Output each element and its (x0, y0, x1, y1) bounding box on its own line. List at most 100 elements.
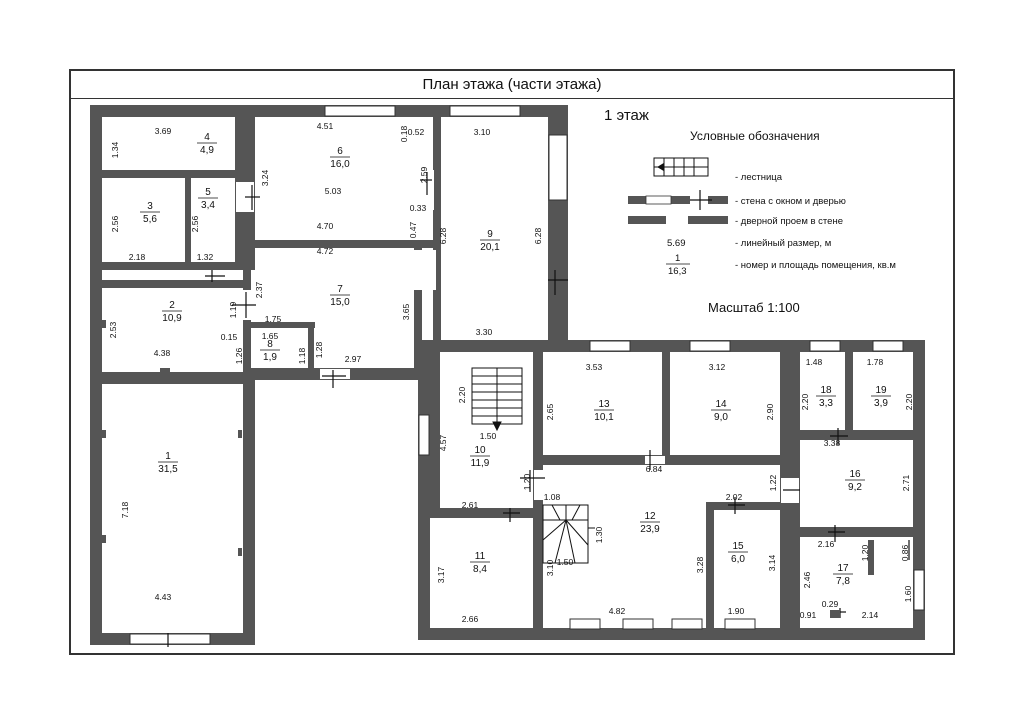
dimension-label: 1.90 (728, 606, 745, 616)
dimension-label: 2.18 (129, 252, 146, 262)
dimension-label: 1.20 (860, 544, 870, 561)
room-number: 14 (715, 399, 727, 410)
dimension-label: 2.90 (765, 403, 775, 420)
dimension-label: 3.24 (260, 169, 270, 186)
page-title: План этажа (части этажа) (422, 76, 602, 93)
room-number: 4 (204, 132, 210, 143)
legend-sample-number: 1 (675, 253, 680, 264)
room-number: 10 (474, 445, 486, 456)
room-area: 6,0 (731, 554, 745, 565)
partition-17 (830, 540, 874, 618)
staircase-main (471, 367, 523, 432)
dimension-label: 2.20 (457, 386, 467, 403)
dimension-label: 1.65 (262, 331, 279, 341)
room-number: 2 (169, 300, 175, 311)
dimension-label: 3.28 (695, 556, 705, 573)
room-number: 17 (837, 563, 849, 574)
dimension-label: 0.47 (408, 221, 418, 238)
room-11: 118,4 (470, 551, 490, 575)
room-number: 18 (820, 385, 832, 396)
room-number: 13 (598, 399, 610, 410)
room-area: 8,4 (473, 564, 487, 575)
room-16: 169,2 (845, 469, 865, 493)
dimension-label: 2.59 (419, 166, 429, 183)
room-9: 920,1 (480, 229, 500, 253)
room-number: 3 (147, 201, 153, 212)
room-area: 7,8 (836, 576, 850, 587)
dimension-label: 2.56 (190, 215, 200, 232)
drawing-frame: План этажа (части этажа) (69, 69, 955, 655)
dimension-label: 2.20 (904, 393, 914, 410)
dimension-label: 3.14 (767, 554, 777, 571)
room-7: 715,0 (330, 284, 350, 308)
dimension-label: 4.82 (609, 606, 626, 616)
dimension-label: 4.72 (317, 246, 334, 256)
dimension-label: 3.38 (824, 438, 841, 448)
dimension-label: 2.53 (108, 321, 118, 338)
dimension-label: 2.46 (802, 571, 812, 588)
dimension-label: 1.20 (522, 473, 532, 490)
room-area: 3,9 (874, 398, 888, 409)
dimension-label: 5.03 (325, 186, 342, 196)
title-bar: План этажа (части этажа) (71, 71, 953, 99)
room-2: 210,9 (162, 300, 182, 324)
legend-wall-text: - стена с окном и дверью (735, 196, 846, 207)
dimension-label: 1.50 (557, 557, 574, 567)
windows (129, 105, 925, 645)
dimension-label: 1.30 (594, 526, 604, 543)
scale-label: Масштаб 1:100 (708, 300, 800, 315)
legend-title: Условные обозначения (690, 129, 820, 143)
room-area: 1,9 (263, 352, 277, 363)
room-area: 9,2 (848, 482, 862, 493)
dimension-label: 0.29 (822, 599, 839, 609)
dimension-label: 2.16 (818, 539, 835, 549)
pillar-ticks (102, 320, 242, 556)
wall-window-door-legend-icon (628, 190, 728, 210)
legend-sample-dimension: 5.69 (667, 238, 686, 249)
dimension-label: 2.66 (462, 614, 479, 624)
walls (90, 105, 925, 645)
dimension-label: 2.71 (901, 474, 911, 491)
room-19: 193,9 (871, 385, 891, 409)
room-15: 156,0 (728, 541, 748, 565)
dimension-label: 4.57 (438, 434, 448, 451)
room-area: 3,3 (819, 398, 833, 409)
room-8: 81,9 (260, 339, 280, 363)
dimension-label: 0.15 (221, 332, 238, 342)
room-number: 9 (487, 229, 493, 240)
stairs-legend-icon (653, 157, 709, 177)
room-number: 6 (337, 146, 343, 157)
room-area: 11,9 (471, 458, 490, 469)
dimension-label: 2.20 (800, 393, 810, 410)
staircase-spiral (542, 504, 595, 564)
dimension-label: 3.12 (709, 362, 726, 372)
dimension-label: 1.19 (228, 301, 238, 318)
dimension-label: 1.32 (197, 252, 214, 262)
dimension-label: 3.53 (586, 362, 603, 372)
legend-stairs-text: - лестница (735, 172, 783, 183)
room-1: 131,5 (158, 451, 178, 475)
room-area: 5,6 (143, 214, 157, 225)
dimension-label: 3.65 (401, 303, 411, 320)
room-labels: 131,5210,935,644,953,4616,0715,081,9920,… (140, 132, 891, 587)
dimension-label: 1.22 (768, 474, 778, 491)
dimension-label: 4.43 (155, 592, 172, 602)
legend-sample-area: 16,3 (668, 266, 687, 277)
dimension-label: 1.28 (314, 341, 324, 358)
room-area: 3,4 (201, 200, 215, 211)
dimension-label: 2.56 (110, 215, 120, 232)
door-opening-legend-icon (628, 216, 728, 224)
dimension-label: 1.50 (480, 431, 497, 441)
dimension-label: 3.17 (436, 566, 446, 583)
dimension-label: 6.28 (533, 227, 543, 244)
dimension-label: 0.91 (800, 610, 817, 620)
room-number: 19 (875, 385, 887, 396)
dimension-label: 0.52 (408, 127, 425, 137)
legend: Условные обозначения - лестница - стена … (628, 129, 896, 277)
dimension-label: 0.86 (900, 544, 910, 561)
room-area: 23,9 (640, 524, 660, 535)
dimension-label: 3.10 (474, 127, 491, 137)
dimension-label: 1.48 (806, 357, 823, 367)
